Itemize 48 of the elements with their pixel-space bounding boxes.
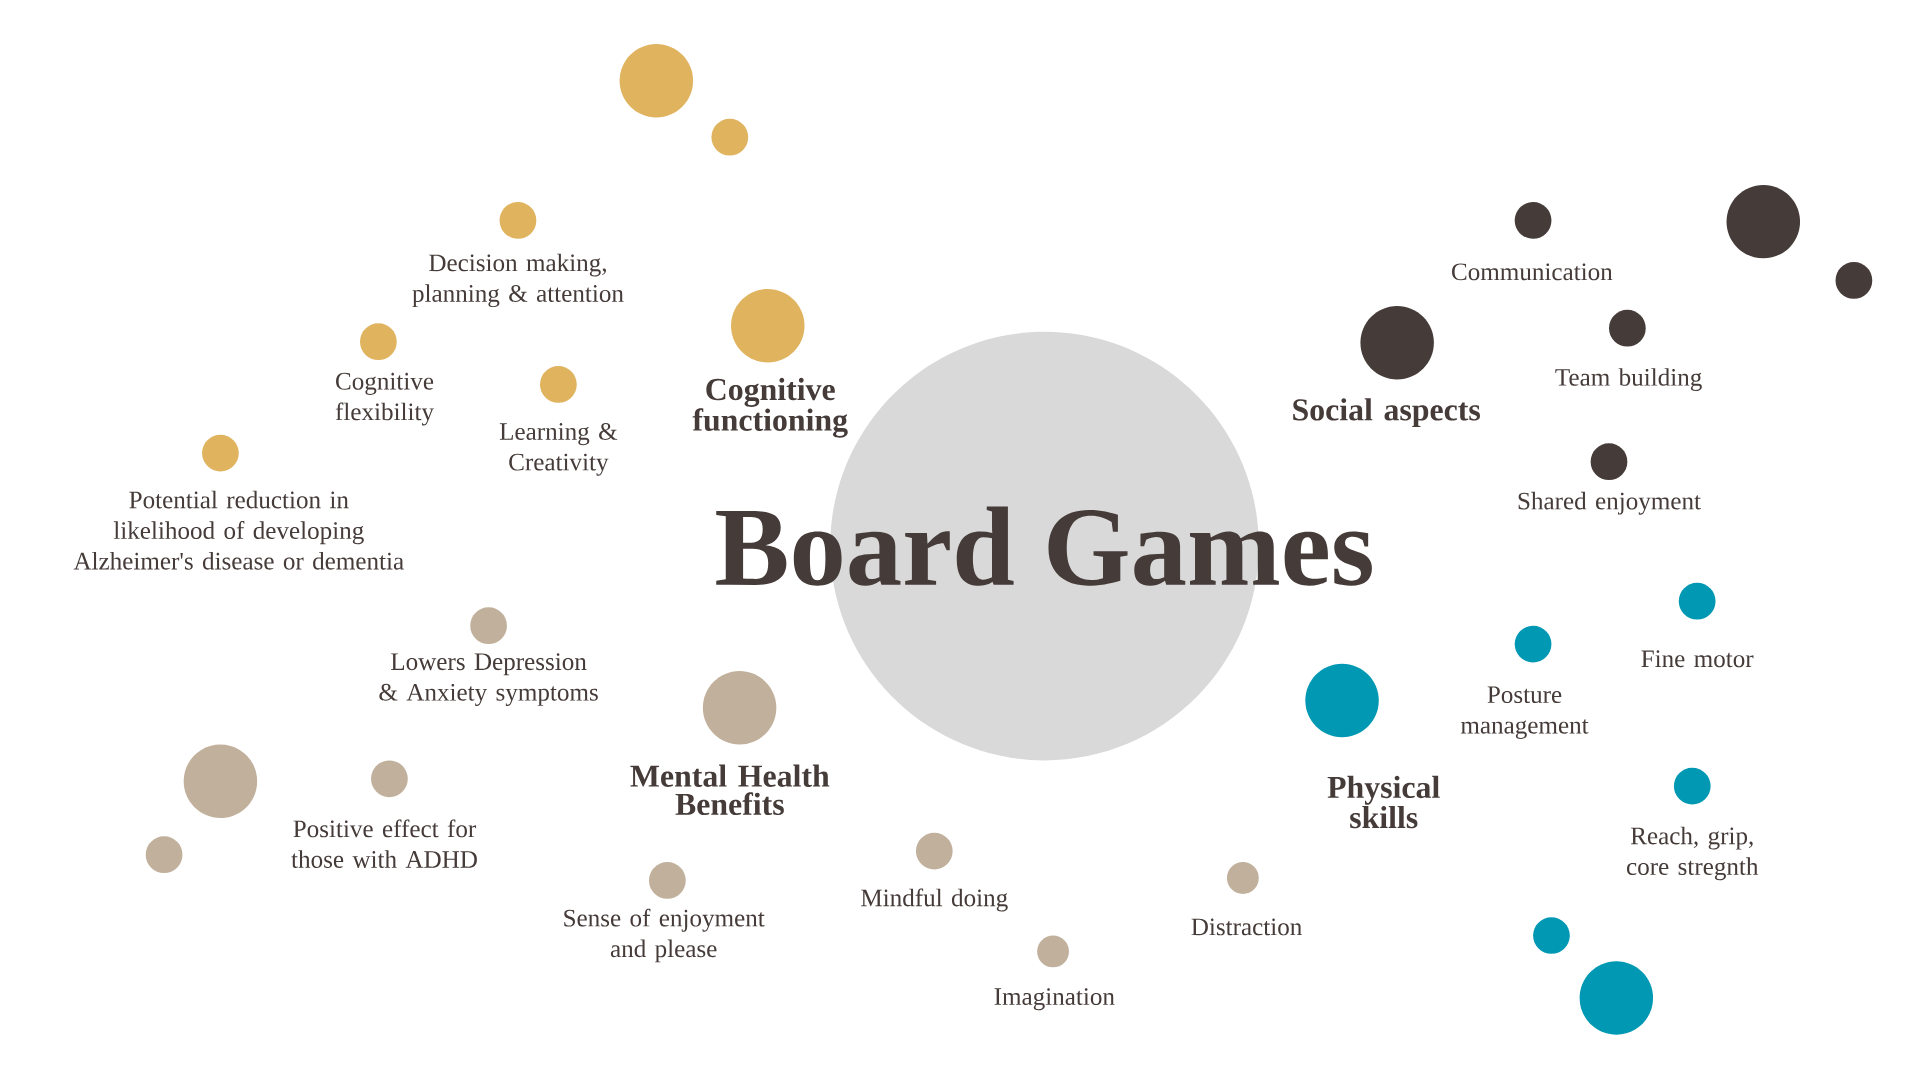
node-label: Reach, grip, core stregnth (1627, 826, 1759, 881)
topic-bubble: Distraction (1191, 862, 1302, 936)
topic-bubble: Mindful doing (861, 832, 1008, 912)
decorative-dot (619, 44, 694, 118)
node-label: Positive effect for those with ADHD (291, 819, 477, 868)
node-label: Team building (1555, 368, 1702, 391)
topic-bubble: Shared enjoyment (1518, 443, 1701, 515)
node-label: Fine motor (1641, 650, 1754, 668)
node-label: Cognitive flexibility (335, 372, 434, 426)
node-label: Potential reduction in likelihood of developing Alzheimer's disease or dementia (73, 490, 404, 570)
node-label: Imagination (994, 988, 1115, 1011)
decorative-dot (711, 118, 749, 156)
topic-bubble: Communication (1452, 202, 1613, 281)
topic-bubble: Sense of enjoyment and please (564, 862, 765, 963)
node-label: Mindful doing (861, 888, 1008, 912)
topic-bubble: Imagination (994, 935, 1115, 1011)
decorative-dot (145, 836, 183, 874)
node-label: Physical skills (1327, 775, 1440, 829)
topic-bubble: Decision making, planning & attention (412, 202, 624, 308)
decorative-dot (1579, 961, 1654, 1035)
topic-bubble: Reach, grip, core stregnth (1627, 767, 1759, 881)
topic-bubble: Learning & Creativity (499, 366, 618, 476)
node-label: Distraction (1191, 918, 1302, 936)
topic-bubble: Physical skills (1305, 663, 1440, 829)
node-label: Sense of enjoyment and please (564, 908, 765, 963)
node-label: Social aspects (1293, 398, 1480, 428)
topic-bubble: Social aspects (1293, 306, 1480, 428)
node-label: Mental Health Benefits (630, 764, 830, 816)
topic-bubble: Team building (1555, 309, 1702, 391)
node-label: Posture management (1460, 686, 1589, 739)
decorative-dot (1835, 262, 1873, 299)
topic-bubble: Cognitive flexibility (335, 323, 434, 426)
decorative-dot (1533, 917, 1570, 954)
node-label: Cognitive functioning (692, 377, 848, 438)
node-label: Lowers Depression & Anxiety symptoms (379, 653, 598, 706)
topic-bubble: Cognitive functioning (692, 289, 848, 438)
decorative-dot (1726, 184, 1800, 259)
topic-bubble: Lowers Depression & Anxiety symptoms (379, 607, 598, 706)
topic-bubble: Positive effect for those with ADHD (291, 760, 477, 868)
node-label: Communication (1452, 263, 1613, 281)
node-label: Shared enjoyment (1518, 491, 1701, 515)
topic-bubble: Potential reduction in likelihood of developing Alzheimer's disease or dementia (73, 434, 404, 570)
node-label: Decision making, planning & attention (412, 253, 624, 308)
decorative-dot (183, 744, 258, 818)
topic-bubble: Fine motor (1641, 582, 1754, 668)
topic-bubble: Posture management (1460, 625, 1589, 739)
node-label: Learning & Creativity (499, 423, 618, 476)
topic-bubble: Mental Health Benefits (630, 671, 830, 816)
